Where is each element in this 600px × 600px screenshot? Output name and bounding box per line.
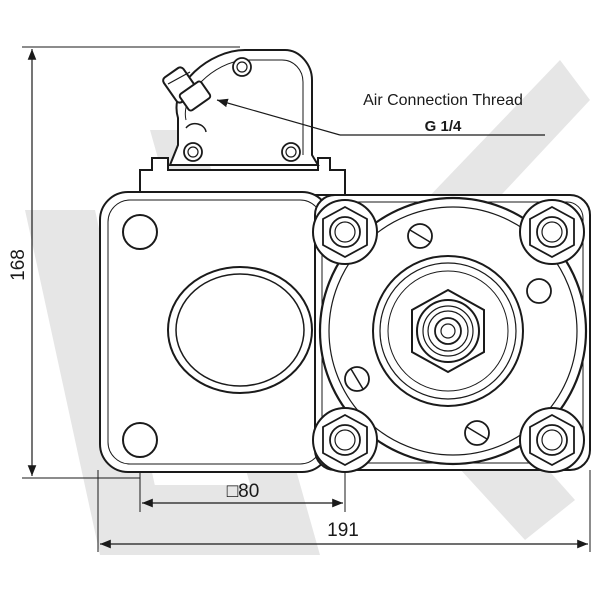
bolt-top-right [519,199,585,265]
air-connection-annotation: Air Connection Thread G 1/4 [216,92,545,136]
flange-square-dimension-label: □80 [227,481,260,502]
height-dimension-label: 168 [8,249,29,281]
height-dimension: 168 [8,46,240,479]
annotation-thread-size: G 1/4 [425,118,462,135]
flange-screw-left [344,366,370,392]
annotation-title: Air Connection Thread [363,92,523,109]
air-connection-port [162,49,320,166]
bolt-top-left [312,199,378,265]
flange-screw-top [407,223,433,249]
housing-body [99,157,346,473]
flange-square-dimension: □80 [139,455,346,512]
bolt-bottom-right [519,407,585,473]
air-fitting [162,66,212,112]
front-flange [312,194,591,473]
mounting-hole-bottom-left [122,422,158,458]
flange-screw-right [526,278,552,304]
flange-screw-bottom [464,420,490,446]
bore-opening [167,266,313,394]
bolt-bottom-left [312,407,378,473]
width-dimension: 191 [97,470,591,552]
mounting-hole-top-left [122,214,158,250]
width-dimension-label: 191 [327,520,359,541]
